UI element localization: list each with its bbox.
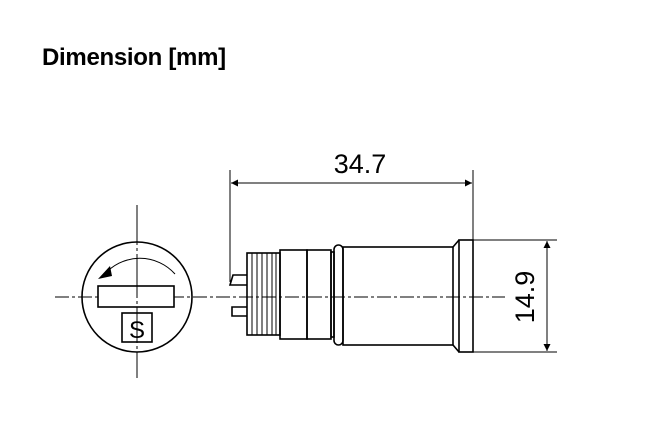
- length-dimension: 34.7: [229, 149, 474, 282]
- thread-lines: [251, 253, 277, 335]
- front-view: S: [81, 241, 193, 353]
- length-value: 34.7: [334, 149, 387, 179]
- rotation-arrow-icon: [103, 257, 176, 276]
- nut-1: [279, 249, 308, 340]
- pin-bottom: [231, 306, 247, 317]
- taper: [452, 239, 460, 353]
- slot: [97, 285, 175, 308]
- o-ring: [333, 244, 344, 346]
- page-title: Dimension [mm]: [42, 44, 226, 71]
- pin-top: [228, 274, 247, 286]
- flange: [458, 239, 474, 353]
- body: [342, 246, 454, 346]
- diameter-dimension: 14.9: [473, 239, 557, 353]
- front-view-circle: [81, 241, 193, 353]
- side-view: [228, 239, 474, 353]
- diameter-value: 14.9: [510, 271, 540, 324]
- nut-2: [306, 249, 332, 340]
